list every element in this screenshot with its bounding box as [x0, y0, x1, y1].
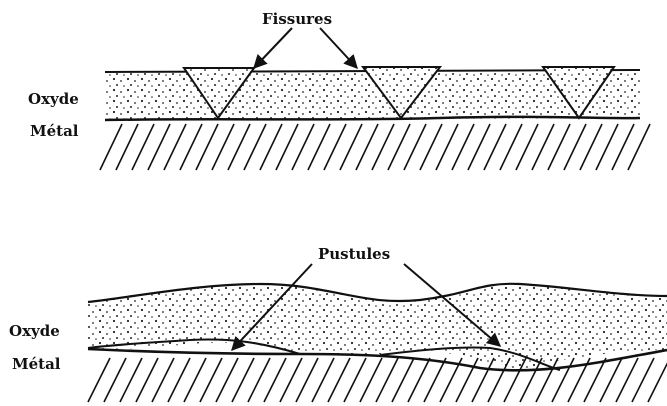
top-diagram [100, 28, 650, 170]
fissures-label: Fissures [262, 10, 332, 28]
bottom-diagram [88, 264, 667, 402]
pustules-label: Pustules [318, 245, 390, 263]
fissures-arrow-left [254, 28, 292, 68]
bottom-oxide-label: Oxyde [9, 322, 60, 340]
top-metal-hatching [100, 124, 650, 170]
bottom-metal-label: Métal [12, 355, 61, 373]
top-metal-label: Métal [30, 122, 79, 140]
bottom-oxide-layer [88, 284, 667, 370]
top-oxide-label: Oxyde [28, 90, 79, 108]
fissures-arrow-right [320, 28, 357, 68]
